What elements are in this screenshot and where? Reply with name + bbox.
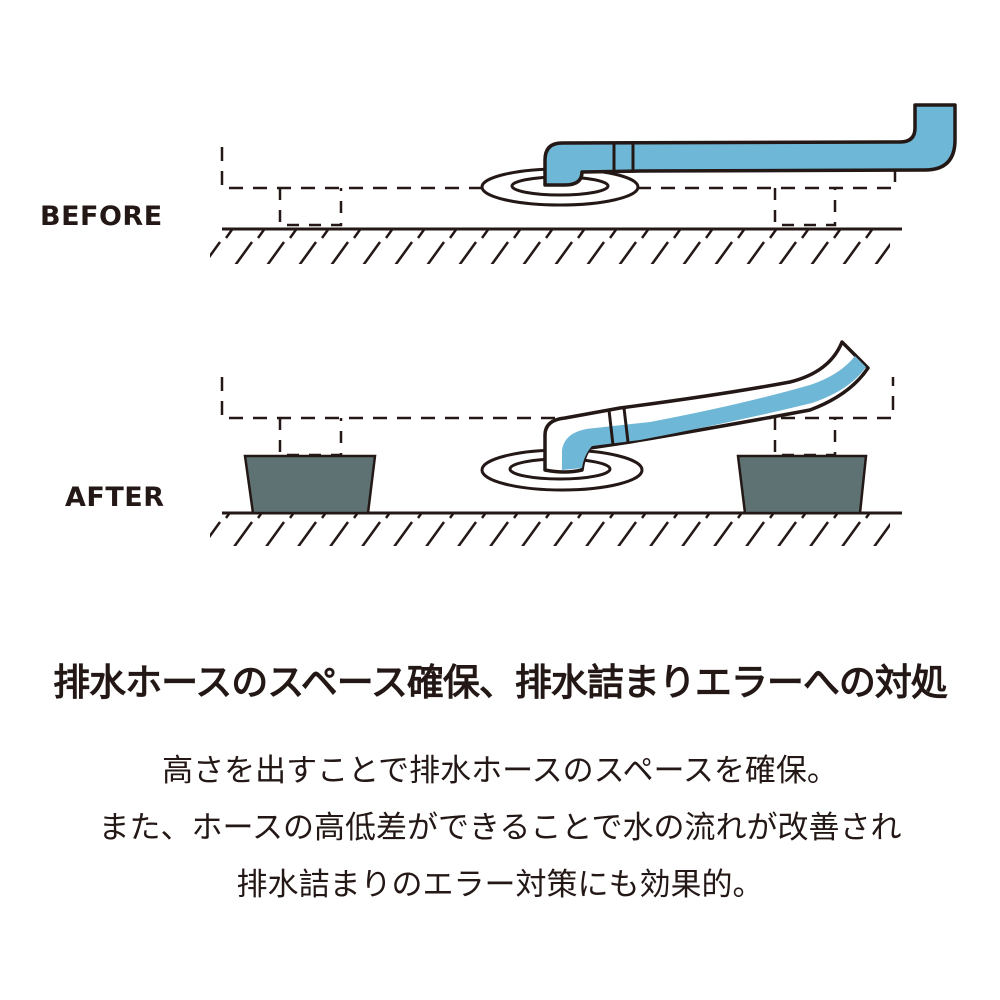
before-scene (210, 103, 957, 264)
raising-block-right (736, 454, 868, 515)
washer-foot-right-dashed (773, 188, 837, 227)
before-label: BEFORE (40, 201, 163, 232)
water-in-hose (562, 356, 866, 470)
washer-outline-dashed (220, 377, 895, 420)
drain-hose (543, 103, 957, 187)
washer-foot-left-dashed (278, 418, 343, 457)
body-line-2: また、ホースの高低差ができることで水の流れが改善され (98, 810, 902, 846)
washer-foot-right-dashed (773, 418, 837, 457)
heading: 排水ホースのスペース確保、排水詰まりエラーへの対処 (53, 661, 948, 704)
floor-hatch (210, 514, 890, 546)
after-label: AFTER (65, 482, 165, 513)
body-line-1: 高さを出すことで排水ホースのスペースを確保。 (162, 753, 838, 789)
washer-foot-left-dashed (278, 188, 343, 227)
body-line-3: 排水詰まりのエラー対策にも効果的。 (236, 867, 764, 903)
before-after-diagram (210, 103, 957, 546)
after-scene (210, 340, 902, 546)
floor-hatch (210, 230, 890, 264)
raising-block-left (243, 454, 377, 515)
